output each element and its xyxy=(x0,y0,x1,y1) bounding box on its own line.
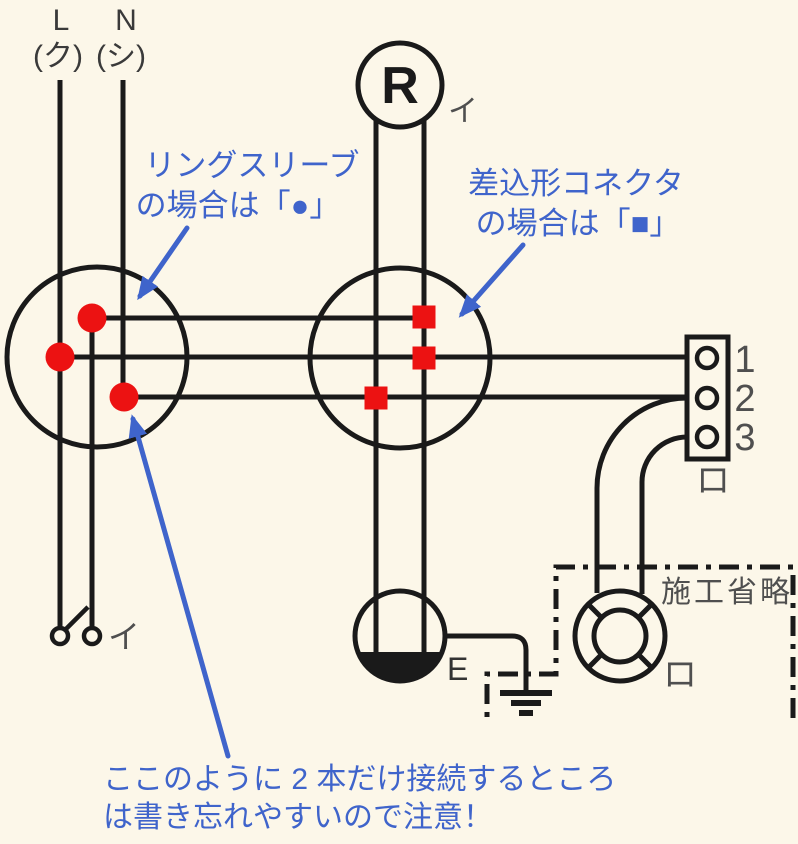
ring-sleeve-dot-2 xyxy=(45,342,75,372)
ring-sleeve-arrow xyxy=(137,225,190,301)
warning-note-line1: ここのように 2 本だけ接続するところ xyxy=(103,763,616,796)
omitted-lamp-spoke-nw xyxy=(586,602,604,620)
connector-squares xyxy=(364,305,436,410)
terminal-screw-2 xyxy=(694,385,720,411)
lamp-r-letter: R xyxy=(381,57,419,115)
switch-lever xyxy=(63,605,90,632)
omission-boundary xyxy=(484,564,796,718)
receptacle-symbol: E xyxy=(352,588,468,687)
omitted-lamp-spoke-ne xyxy=(636,602,654,620)
terminal-block-body xyxy=(684,334,731,462)
connector-note-line1: 差込形コネクタ xyxy=(468,166,684,201)
connector-square-3 xyxy=(364,386,388,410)
ring-sleeve-dots xyxy=(45,303,139,412)
terminal-block: 1 2 3 ロ xyxy=(684,334,756,500)
ring-sleeve-dot-3 xyxy=(109,382,139,412)
omission-title: 施工省略 xyxy=(661,576,793,609)
warning-arrow xyxy=(128,414,231,759)
source-labels: L (ク) N (シ) xyxy=(33,4,146,73)
terminal-number-2: 2 xyxy=(734,378,755,420)
warning-note-line2: は書き忘れやすいので注意！ xyxy=(103,801,493,834)
lamp-r-tag: イ xyxy=(448,95,478,128)
label-n: N xyxy=(115,4,137,37)
switch-symbol: イ xyxy=(49,605,140,655)
wires xyxy=(57,80,688,691)
wire-terminal2-curve xyxy=(594,395,688,593)
label-l-kana: (ク) xyxy=(33,40,83,73)
wire-terminal3-curve xyxy=(639,434,688,594)
ring-sleeve-note-line1: リングスリーブ xyxy=(144,148,359,183)
connector-square-1 xyxy=(412,305,436,329)
lamp-r-circle xyxy=(355,40,445,130)
switch-tag: イ xyxy=(108,619,140,655)
connector-arrow xyxy=(458,242,526,318)
omitted-lamp-symbol xyxy=(572,588,668,684)
omitted-lamp-spoke-sw xyxy=(586,652,604,670)
terminal-block-tag: ロ xyxy=(696,462,730,500)
label-n-kana: (シ) xyxy=(96,40,146,73)
terminal-number-1: 1 xyxy=(734,339,755,381)
omitted-lamp-spoke-se xyxy=(636,652,654,670)
terminal-screw-1 xyxy=(694,345,720,371)
omitted-lamp-outer-circle xyxy=(572,588,668,684)
connector-note-line2: の場合は「■」 xyxy=(476,206,681,241)
wire-earth xyxy=(445,633,529,691)
omitted-lamp-inner-circle xyxy=(591,607,649,665)
terminal-screw-3 xyxy=(694,424,720,450)
receptacle-bottom-fill xyxy=(358,652,442,681)
earth-label: E xyxy=(447,651,468,687)
ring-sleeve-dot-1 xyxy=(77,303,107,333)
switch-terminal-left xyxy=(49,625,71,647)
switch-terminal-right xyxy=(81,625,103,647)
omitted-lamp-tag: ロ xyxy=(663,656,697,694)
label-l: L xyxy=(53,4,70,37)
terminal-number-3: 3 xyxy=(734,417,755,459)
connector-square-2 xyxy=(412,346,436,370)
annotation-arrows xyxy=(128,225,526,759)
ground-symbol xyxy=(500,690,552,716)
annotations: リングスリーブ の場合は「●」 差込形コネクタ の場合は「■」 ここのように 2… xyxy=(103,148,684,834)
junction-box-middle xyxy=(307,265,493,451)
junction-box-left xyxy=(4,264,190,450)
receptacle-circle xyxy=(352,588,448,684)
ring-sleeve-note-line2: の場合は「●」 xyxy=(136,188,341,223)
